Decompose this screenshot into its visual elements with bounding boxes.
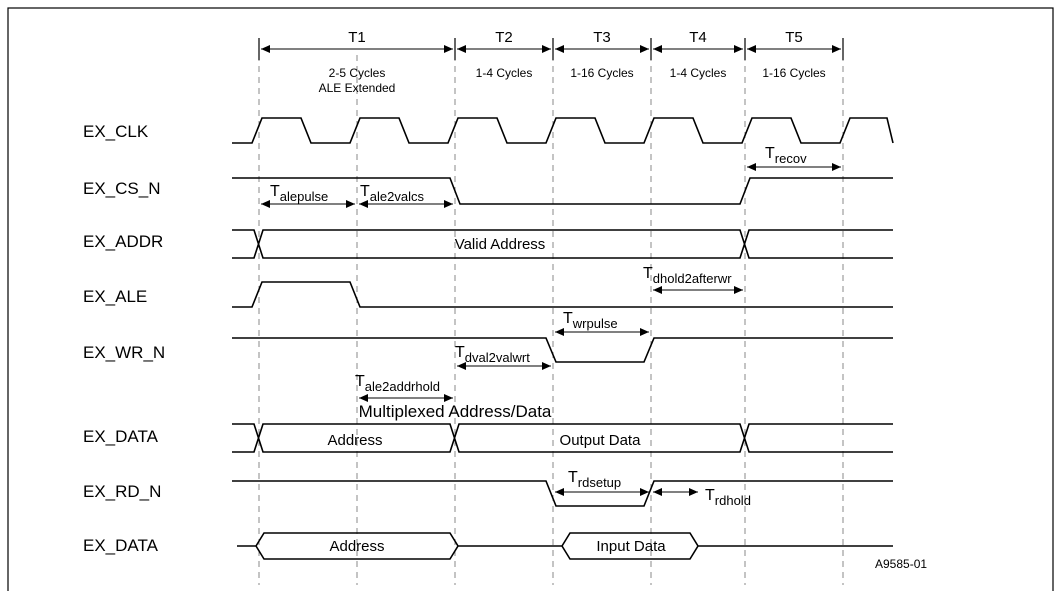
- period-cycles: 1-16 Cycles: [570, 66, 633, 80]
- timing-label-alepulse: Talepulse: [270, 183, 328, 204]
- arrowheads: [653, 45, 743, 53]
- ex-addr-bus: Valid Address: [232, 229, 893, 259]
- ex-clk-waveform: [232, 117, 894, 144]
- period-label: T1: [348, 29, 366, 46]
- figure-border: [7, 7, 1054, 596]
- period-cycles: 1-16 Cycles: [762, 66, 825, 80]
- signal-label-ex-cs-n: EX_CS_N: [83, 179, 160, 198]
- bus-note: Multiplexed Address/Data: [359, 402, 552, 421]
- signal-labels: EX_CLK EX_CS_N EX_ADDR EX_ALE EX_WR_N EX…: [83, 122, 165, 555]
- timing-parameters: Talepulse Tale2valcs Trecov Tdhold2after…: [261, 145, 841, 508]
- period-header: T1 2-5 Cycles ALE Extended T2 1-4 Cycles…: [258, 29, 844, 95]
- signal-label-ex-addr: EX_ADDR: [83, 232, 163, 251]
- timing-label-recov: Trecov: [765, 145, 807, 166]
- timing-label-rdhold: Trdhold: [705, 487, 751, 508]
- timing-label-wrpulse: Twrpulse: [563, 310, 618, 331]
- bus-value-address: Address: [329, 538, 384, 555]
- arrowheads: [653, 286, 743, 294]
- signal-label-ex-data: EX_DATA: [83, 427, 159, 446]
- period-cycles: 1-4 Cycles: [476, 66, 533, 80]
- ex-data-input-bus: Address Input Data: [237, 532, 893, 560]
- signal-label-ex-ale: EX_ALE: [83, 287, 147, 306]
- bus-outline: [237, 532, 893, 560]
- bus-value-valid-address: Valid Address: [455, 236, 546, 253]
- timing-label-rdsetup: Trdsetup: [568, 469, 621, 490]
- bus-value-address: Address: [327, 432, 382, 449]
- timing-label-dval2valwrt: Tdval2valwrt: [455, 344, 530, 365]
- bus-outline: [232, 229, 893, 259]
- ex-wr-n-waveform: [232, 337, 893, 363]
- bus-outline: [232, 423, 893, 453]
- ex-cs-n-waveform: [232, 177, 893, 205]
- period-label: T5: [785, 29, 803, 46]
- period-label: T4: [689, 29, 707, 46]
- timing-label-dhold2afterwr: Tdhold2afterwr: [643, 265, 732, 286]
- ex-rd-n-waveform: [232, 480, 893, 507]
- period-label: T2: [495, 29, 513, 46]
- period-cycles: 1-4 Cycles: [670, 66, 727, 80]
- ex-ale-waveform: [232, 281, 893, 308]
- guide-lines: [258, 55, 844, 585]
- timing-label-ale2valcs: Tale2valcs: [360, 183, 424, 204]
- signal-label-ex-clk: EX_CLK: [83, 122, 149, 141]
- bus-value-input-data: Input Data: [596, 538, 666, 555]
- signal-label-ex-wr-n: EX_WR_N: [83, 343, 165, 362]
- arrowheads: [653, 488, 698, 496]
- period-cycles: 2-5 Cycles: [329, 66, 386, 80]
- timing-label-ale2addrhold: Tale2addrhold: [355, 373, 440, 394]
- period-label: T3: [593, 29, 611, 46]
- figure-id: A9585-01: [875, 557, 927, 571]
- signal-label-ex-rd-n: EX_RD_N: [83, 482, 161, 501]
- ex-data-output-bus: Address Output Data Multiplexed Address/…: [232, 402, 893, 453]
- bus-value-output-data: Output Data: [560, 432, 642, 449]
- signal-label-ex-data-input: EX_DATA: [83, 536, 159, 555]
- period-note: ALE Extended: [319, 81, 396, 95]
